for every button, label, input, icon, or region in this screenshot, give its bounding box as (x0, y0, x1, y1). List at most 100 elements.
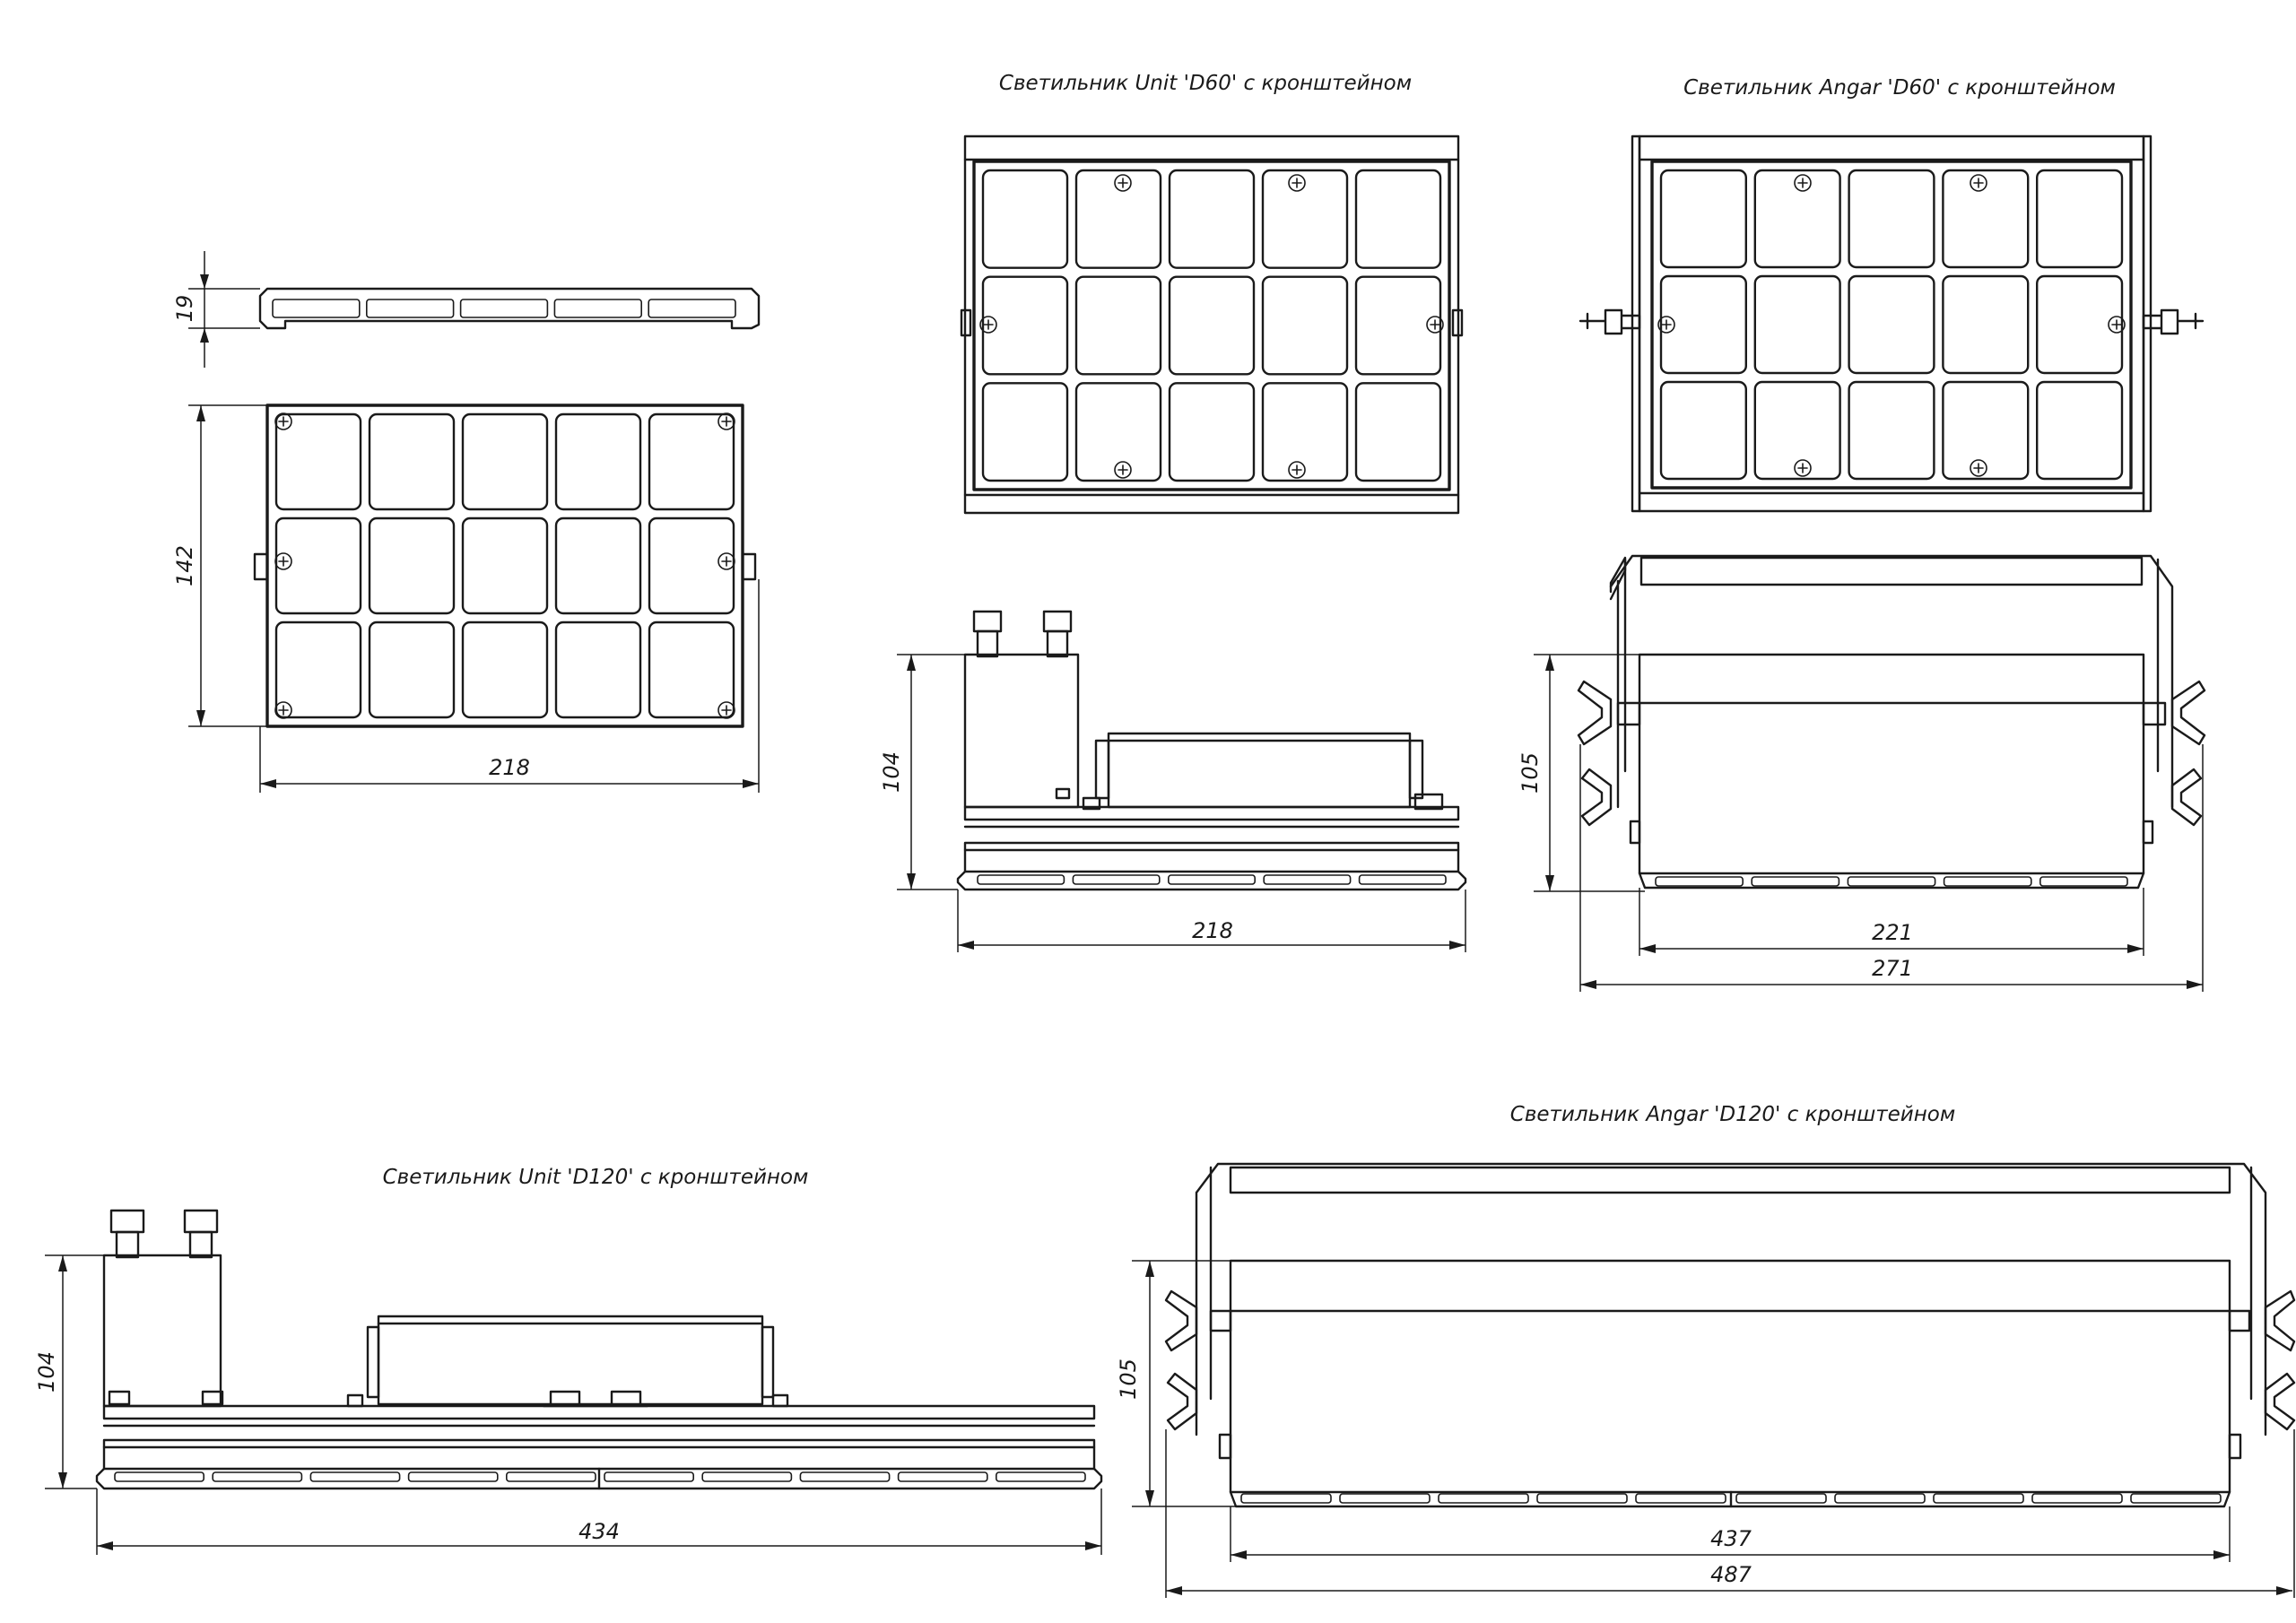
lens-cell (648, 516, 735, 615)
lens-slot (1438, 1493, 1529, 1504)
screw-icon (1114, 174, 1132, 192)
lens-cell (2035, 169, 2124, 269)
lens-cell (1848, 169, 1935, 269)
lens-slot (1072, 874, 1161, 885)
screw-icon (1794, 459, 1812, 477)
lens-cell (1942, 274, 2030, 375)
lens-cell (274, 412, 362, 511)
lens-slot (604, 1471, 694, 1482)
screw-slot (1973, 463, 1984, 473)
angar-d120-side-view (1164, 1162, 2296, 1508)
lens-slot (1536, 1493, 1628, 1504)
lens-cell (1354, 382, 1442, 482)
lens-cell (1942, 169, 2030, 269)
screw-icon (1970, 174, 1987, 192)
screw-slot (2111, 319, 2122, 330)
lens-slot (897, 1471, 988, 1482)
lens-cell (1074, 275, 1162, 376)
lens-slot (1943, 876, 2032, 887)
screw-slot (278, 416, 289, 427)
screw-slot (721, 705, 732, 716)
lens-cell (554, 412, 642, 511)
dim-angar-d60-width-outer: 271 (1872, 956, 1913, 981)
screw-icon (274, 701, 292, 719)
lens-cell (1354, 169, 1442, 269)
lens-slot (1847, 876, 1936, 887)
lens-slot (365, 299, 455, 318)
lens-slot (505, 1471, 596, 1482)
angar-d60-dimensions (1534, 654, 2204, 992)
screw-slot (1292, 178, 1302, 188)
lens-cell (274, 516, 362, 615)
screw-slot (278, 705, 289, 716)
lens-cell (1168, 382, 1256, 482)
lens-cell (1659, 380, 1748, 481)
module-d60-side-view (258, 287, 761, 330)
unit-d60-side-view (956, 610, 1467, 891)
screw-icon (1288, 174, 1306, 192)
lens-slot (1339, 1493, 1431, 1504)
dim-angar-d60-width-inner: 221 (1872, 920, 1913, 945)
lens-slot (701, 1471, 793, 1482)
module-d60-dimensions (188, 251, 760, 793)
lens-cell (1168, 275, 1256, 376)
lens-cell (274, 621, 362, 719)
lens-cell (1659, 169, 1748, 269)
lens-slot (2031, 1493, 2123, 1504)
screw-icon (718, 701, 735, 719)
screw-slot (278, 556, 289, 567)
lens-cell (2035, 380, 2124, 481)
lens-cell (1261, 275, 1349, 376)
lens-cell (1261, 169, 1349, 269)
lens-cell (1168, 169, 1256, 269)
screw-icon (1657, 316, 1675, 334)
screw-slot (1118, 464, 1128, 475)
lens-slot (1735, 1493, 1827, 1504)
lens-cell (368, 621, 456, 719)
dim-unit-d120-height: 104 (34, 1351, 59, 1393)
lens-slot (459, 299, 549, 318)
lens-slot (1358, 874, 1447, 885)
lens-slot (309, 1471, 401, 1482)
title-unit-d120: Светильник Unit 'D120' с кронштейном (383, 1166, 809, 1189)
lens-cell (461, 516, 549, 615)
lens-cell (1659, 274, 1748, 375)
lens-cell (2035, 274, 2124, 375)
dim-angar-d60-height: 105 (1518, 752, 1543, 794)
lens-slot (2130, 1493, 2222, 1504)
dim-unit-d60-width: 218 (1192, 918, 1233, 943)
dim-module-width: 218 (489, 755, 530, 780)
dim-module-height: 142 (172, 545, 197, 586)
lens-cell (1942, 380, 2030, 481)
dim-angar-d120-width-outer: 487 (1710, 1562, 1752, 1587)
angar-d60-side-view (1577, 554, 2206, 890)
screw-slot (1430, 319, 1440, 330)
lens-cell (1261, 382, 1349, 482)
lens-slot (553, 299, 643, 318)
lens-cell (1074, 169, 1162, 269)
unit-d60-dimensions (897, 654, 1466, 952)
screw-icon (718, 412, 735, 430)
lens-cell (1354, 275, 1442, 376)
title-angar-d120: Светильник Angar 'D120' с кронштейном (1510, 1103, 1955, 1126)
screw-slot (1118, 178, 1128, 188)
lens-cell (461, 621, 549, 719)
dim-unit-d120-width: 434 (578, 1519, 620, 1544)
screw-icon (718, 552, 735, 570)
module-d60-front-view (253, 404, 757, 728)
lens-cell (1848, 274, 1935, 375)
screw-slot (1292, 464, 1302, 475)
lens-slot (2039, 876, 2128, 887)
lens-cell (1074, 382, 1162, 482)
dim-angar-d120-width-inner: 437 (1710, 1526, 1752, 1551)
screw-icon (1970, 459, 1987, 477)
angar-d60-front-view (1578, 135, 2205, 513)
lens-slot (1655, 876, 1744, 887)
lens-cell (368, 516, 456, 615)
lens-cell (981, 382, 1069, 482)
unit-d120-side-view (95, 1209, 1103, 1490)
unit-d60-front-view (960, 135, 1464, 515)
lens-slot (1168, 874, 1257, 885)
lens-cell (981, 275, 1069, 376)
